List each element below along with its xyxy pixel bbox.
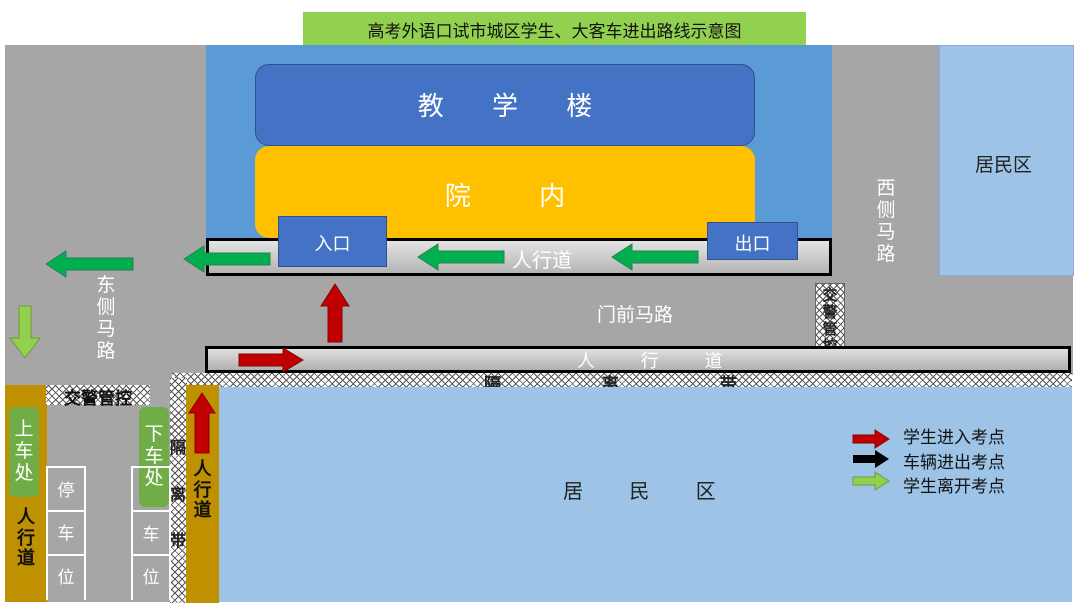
parking-left (46, 466, 86, 600)
median-strip (172, 373, 1072, 387)
parking-left-divider-2 (46, 554, 86, 556)
top-sidewalk-label: 人行道 (512, 248, 572, 272)
legend-label-enter: 学生进入考点 (903, 428, 1005, 448)
green-arrow-entrance (183, 245, 271, 273)
green-arrow-exit (611, 243, 699, 271)
parking-right-label: 车位 (142, 524, 160, 588)
front-sidewalk (205, 346, 1071, 373)
green-arrow-sidewalk (417, 243, 505, 271)
parking-left-label: 停车位 (57, 480, 75, 588)
light-green-arrow-down (9, 305, 41, 359)
courtyard-label: 院 内 (444, 182, 566, 212)
boarding-label: 上车处 (14, 418, 34, 484)
legend-label-leave: 学生离开考点 (903, 477, 1005, 497)
red-arrow-up-front (320, 283, 350, 343)
traffic-police-box (46, 385, 150, 405)
legend-arrow-vehicle (853, 450, 889, 468)
entrance-label: 入口 (314, 234, 351, 255)
residential-main-label: 居 民 区 (563, 479, 716, 503)
parking-left-divider-1 (46, 510, 86, 512)
traffic-police-vertical-box (815, 283, 845, 358)
west-road-label: 西侧马路 (876, 177, 896, 265)
teaching-building-label: 教 学 楼 (417, 92, 593, 122)
teaching-building (255, 64, 755, 146)
residential-main (219, 387, 1072, 602)
alighting-label: 下车处 (144, 423, 164, 489)
residential-right (939, 45, 1074, 276)
residential-right-label: 居民区 (975, 154, 1033, 176)
exit-label: 出口 (734, 234, 771, 255)
boarding-box (9, 407, 39, 497)
median-vertical (170, 378, 187, 603)
entrance-box (278, 216, 387, 267)
exit-box (707, 222, 798, 260)
right-sidewalk-label: 人行道 (193, 459, 212, 522)
east-road-label: 东侧马路 (96, 274, 116, 362)
median-vertical-label: 隔离带 (169, 438, 186, 551)
alighting-box (139, 407, 169, 507)
parking-right-divider-1 (131, 510, 171, 512)
title-banner (303, 12, 806, 45)
left-sidewalk-label: 人行道 (17, 507, 35, 570)
green-arrow-east-road (45, 250, 134, 278)
traffic-police-label: 交警管控 (64, 389, 132, 409)
parking-right-divider-2 (131, 554, 171, 556)
red-arrow-right-sidewalk (238, 347, 304, 373)
red-arrow-up-left-sidewalk (188, 392, 216, 454)
parking-right (131, 466, 171, 600)
front-road-label: 门前马路 (597, 304, 674, 326)
page-title: 高考外语口试市城区学生、大客车进出路线示意图 (367, 22, 742, 42)
legend-arrow-leave (852, 471, 890, 491)
legend-arrow-enter (852, 429, 890, 449)
front-sidewalk-label: 人 行 道 (577, 351, 723, 372)
legend-label-vehicle: 车辆进出考点 (903, 453, 1005, 473)
